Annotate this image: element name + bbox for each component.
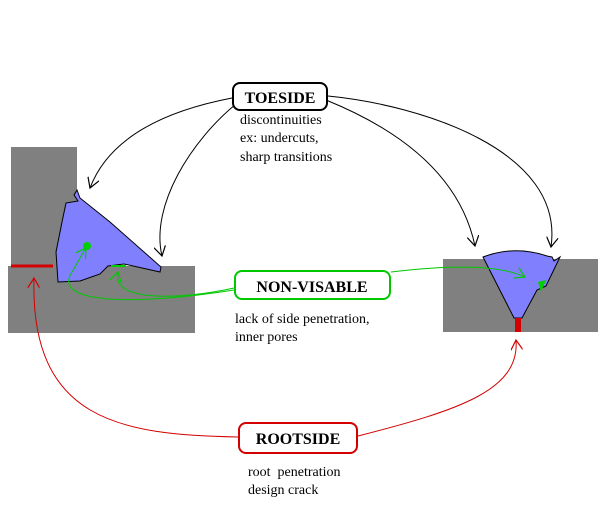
nonvisable-label-box bbox=[234, 270, 391, 300]
toeside-arrow-fillet-toe bbox=[160, 103, 237, 256]
toeside-arrow-butt-left bbox=[325, 99, 475, 246]
toeside-title: TOESIDE bbox=[245, 90, 316, 107]
nonvisable-title: NON-VISABLE bbox=[256, 279, 367, 296]
nonvisable-description: lack of side penetration, inner pores bbox=[235, 312, 370, 345]
rootside-desc-line-2: design crack bbox=[248, 483, 318, 498]
nonvisable-arrow-butt bbox=[390, 266, 525, 277]
rootside-label: ROOTSIDE bbox=[238, 422, 358, 454]
toeside-desc-line-2: ex: undercuts, bbox=[240, 131, 319, 146]
toeside-arrows bbox=[90, 95, 552, 256]
nonvisable-desc-line-1: lack of side penetration, bbox=[235, 312, 370, 327]
rootside-description: root penetration design crack bbox=[248, 465, 341, 498]
rootside-desc-line-1: root penetration bbox=[248, 465, 341, 480]
toeside-label-box bbox=[232, 82, 328, 111]
nonvisable-arrows bbox=[68, 248, 525, 301]
butt-root-crack bbox=[515, 318, 521, 332]
nonvisable-arrow-pore bbox=[68, 248, 235, 301]
rootside-arrows bbox=[34, 278, 516, 438]
nonvisable-label: NON-VISABLE bbox=[234, 270, 391, 300]
nonvisable-desc-line-2: inner pores bbox=[235, 330, 298, 345]
butt-side-lack-penetration bbox=[538, 280, 546, 292]
toeside-desc-line-1: discontinuities bbox=[240, 113, 322, 128]
toeside-label: TOESIDE bbox=[232, 82, 328, 111]
rootside-label-box bbox=[238, 422, 358, 454]
rootside-arrow-butt bbox=[357, 340, 516, 437]
butt-weld-joint bbox=[443, 250, 598, 332]
rootside-title: ROOTSIDE bbox=[256, 431, 340, 448]
fillet-inner-pore bbox=[83, 242, 91, 250]
toeside-description: discontinuities ex: undercuts, sharp tra… bbox=[240, 113, 332, 165]
nonvisable-arrow-side bbox=[117, 272, 235, 297]
toeside-desc-line-3: sharp transitions bbox=[240, 150, 332, 165]
toeside-arrow-butt-right bbox=[327, 95, 552, 247]
butt-weld-bead bbox=[482, 250, 562, 319]
fillet-weld-joint bbox=[8, 147, 195, 333]
rootside-arrow-fillet bbox=[34, 278, 239, 438]
toeside-arrow-fillet-top bbox=[90, 97, 233, 188]
